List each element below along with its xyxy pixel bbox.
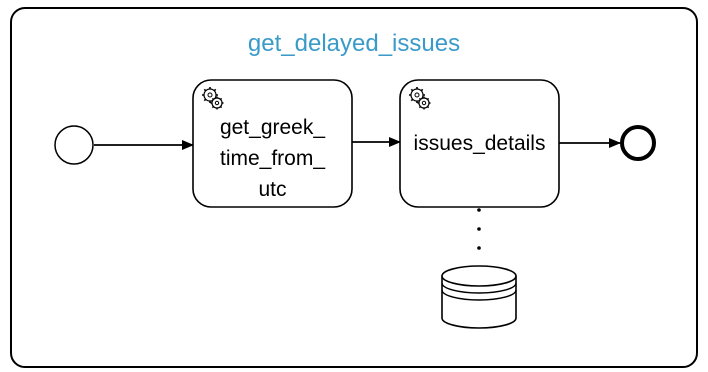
gears-icon (202, 87, 224, 110)
data-store[interactable] (441, 265, 517, 329)
task-1-label-line: time_from_ (219, 147, 326, 170)
data-association[interactable] (477, 208, 481, 250)
process-container[interactable] (10, 7, 698, 368)
task-2-label: issues_details (400, 128, 559, 159)
start-event[interactable] (54, 125, 94, 165)
task-1-label-line: utc (258, 178, 287, 201)
task-1-label: get_greek_ time_from_ utc (193, 112, 352, 205)
service-task-1[interactable] (192, 79, 353, 208)
end-event[interactable] (620, 125, 656, 161)
process-title: get_delayed_issues (247, 30, 461, 57)
gears-icon (409, 87, 431, 110)
task-1-label-line: get_greek_ (219, 116, 326, 139)
task-2-label-line: issues_details (413, 132, 546, 155)
